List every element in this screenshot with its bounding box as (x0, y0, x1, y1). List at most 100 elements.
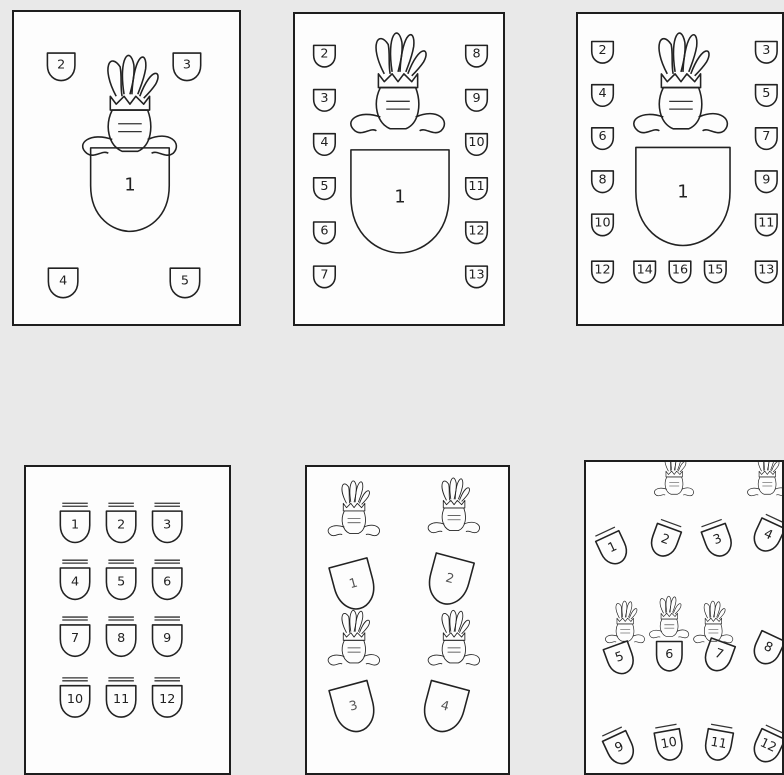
panel-5-shield-label: 2 (444, 571, 456, 588)
panel-6-shield-label: 9 (613, 739, 627, 756)
panel-3-shield-label: 5 (762, 86, 770, 101)
panel-4-shield-4: 4 (60, 560, 89, 599)
panel-2-shield-label: 5 (320, 179, 328, 194)
panel-3-shield-label: 2 (598, 43, 606, 58)
panel-3-shield-label: 9 (762, 172, 770, 187)
panel-3-shield-8: 8 (592, 171, 614, 193)
panel-6-shield-label: 3 (711, 531, 724, 548)
panel-4-shield-12: 12 (153, 678, 182, 717)
panel-4-shield-label: 9 (163, 631, 171, 646)
panel-2-shield-12: 12 (466, 222, 488, 244)
panel-3-shield-label: 6 (598, 129, 606, 144)
panel-2-shield-label: 8 (472, 47, 480, 62)
panel-1-shield-label: 3 (183, 57, 191, 72)
panel-1-shield-1: 1 (91, 148, 170, 232)
panel-2-shield-label: 1 (394, 187, 405, 207)
panel-6-shield-label: 5 (613, 649, 626, 666)
panel-2-shield-3: 3 (314, 90, 336, 112)
panel-5: 1 2 3 4 (305, 465, 510, 775)
panel-1-shield-3: 3 (173, 53, 201, 81)
panel-3-shield-11: 11 (756, 214, 778, 236)
panel-1-shield-5: 5 (170, 268, 199, 297)
panel-6-shield-label: 6 (665, 647, 673, 662)
panel-3-shield-3: 3 (756, 42, 778, 64)
panel-6-shield-10: 10 (653, 724, 684, 762)
panel-6-helmet-crest-icon-5 (694, 601, 733, 643)
panel-4-shield-2: 2 (106, 503, 135, 542)
panel-4-shield-7: 7 (60, 617, 89, 656)
panel-3-shield-label: 11 (758, 215, 774, 230)
panel-1-shield-2: 2 (47, 53, 75, 81)
panel-6-helmet-crest-icon-2 (747, 462, 782, 496)
panel-3-shield-label: 16 (672, 263, 688, 278)
panel-6-shield-4: 4 (750, 514, 782, 556)
panel-6-shield-label: 1 (606, 539, 620, 556)
panel-5-sketch: 1 2 3 4 (307, 467, 508, 773)
panel-6-shield-3: 3 (700, 519, 736, 560)
panel-3-shield-label: 14 (637, 263, 653, 278)
panel-2-shield-label: 10 (468, 135, 484, 150)
panel-4-shield-5: 5 (106, 560, 135, 599)
panel-4-shield-label: 5 (117, 574, 125, 589)
panel-4-shield-label: 2 (117, 517, 125, 532)
panel-5-shield-1: 1 (329, 558, 379, 614)
panel-2-helmet-crest-icon-1 (351, 33, 445, 133)
panel-2-shield-5: 5 (314, 178, 336, 200)
panel-2-shield-10: 10 (466, 134, 488, 156)
panel-6-shield-12: 12 (750, 724, 782, 766)
panel-5-shield-label: 1 (348, 575, 360, 592)
panel-6-shield-8: 8 (750, 631, 782, 668)
panel-6-shield-7: 7 (701, 638, 735, 674)
panel-1: 2 3 1 4 5 (12, 10, 241, 326)
panel-3-shield-label: 1 (677, 183, 688, 203)
panel-4-shield-11: 11 (106, 678, 135, 717)
panel-3-shield-label: 15 (707, 263, 723, 278)
panel-6-shield-6: 6 (657, 642, 682, 671)
panel-1-shield-label: 5 (181, 273, 189, 288)
panel-5-shield-label: 4 (439, 698, 451, 715)
panel-5-shield-3: 3 (329, 680, 379, 736)
panel-6-shield-label: 10 (660, 735, 679, 753)
panel-5-helmet-crest-icon-4 (428, 610, 479, 665)
panel-3-shield-label: 4 (598, 86, 606, 101)
panel-4-shield-label: 4 (71, 574, 79, 589)
panel-2-shield-label: 9 (472, 91, 480, 106)
panel-3-shield-2: 2 (592, 42, 614, 64)
panel-4-shield-9: 9 (153, 617, 182, 656)
panel-6-helmet-crest-icon-3 (605, 601, 644, 643)
panel-2-shield-2: 2 (314, 45, 336, 67)
panel-6-shield-label: 12 (758, 735, 779, 755)
panel-5-helmet-crest-icon-2 (428, 478, 479, 533)
panel-6-shield-11: 11 (703, 724, 734, 762)
panel-4-shield-label: 12 (159, 692, 175, 707)
panel-6-helmet-crest-icon-4 (649, 596, 688, 638)
panel-3-shield-5: 5 (756, 85, 778, 107)
panel-5-shield-label: 3 (348, 698, 360, 715)
panel-1-shield-label: 4 (59, 273, 67, 288)
panel-3-shield-6: 6 (592, 128, 614, 150)
panel-4-shield-6: 6 (153, 560, 182, 599)
panel-4-shield-8: 8 (106, 617, 135, 656)
panel-4-shield-label: 8 (117, 631, 125, 646)
panel-3-shield-label: 10 (594, 215, 610, 230)
panel-4-shield-1: 1 (60, 503, 89, 542)
panel-3-shield-label: 12 (594, 263, 610, 278)
panel-1-shield-label: 1 (124, 176, 135, 196)
panel-6-shield-9: 9 (600, 726, 638, 768)
panel-5-helmet-crest-icon-1 (328, 481, 379, 536)
panel-2-shield-label: 11 (468, 179, 484, 194)
panel-3-shield-15: 15 (705, 261, 727, 283)
panel-3-shield-label: 13 (758, 263, 774, 278)
panel-3-shield-14: 14 (634, 261, 656, 283)
panel-2-shield-13: 13 (466, 266, 488, 288)
panel-3-shield-label: 7 (762, 129, 770, 144)
panel-6-shield-5: 5 (603, 641, 637, 677)
